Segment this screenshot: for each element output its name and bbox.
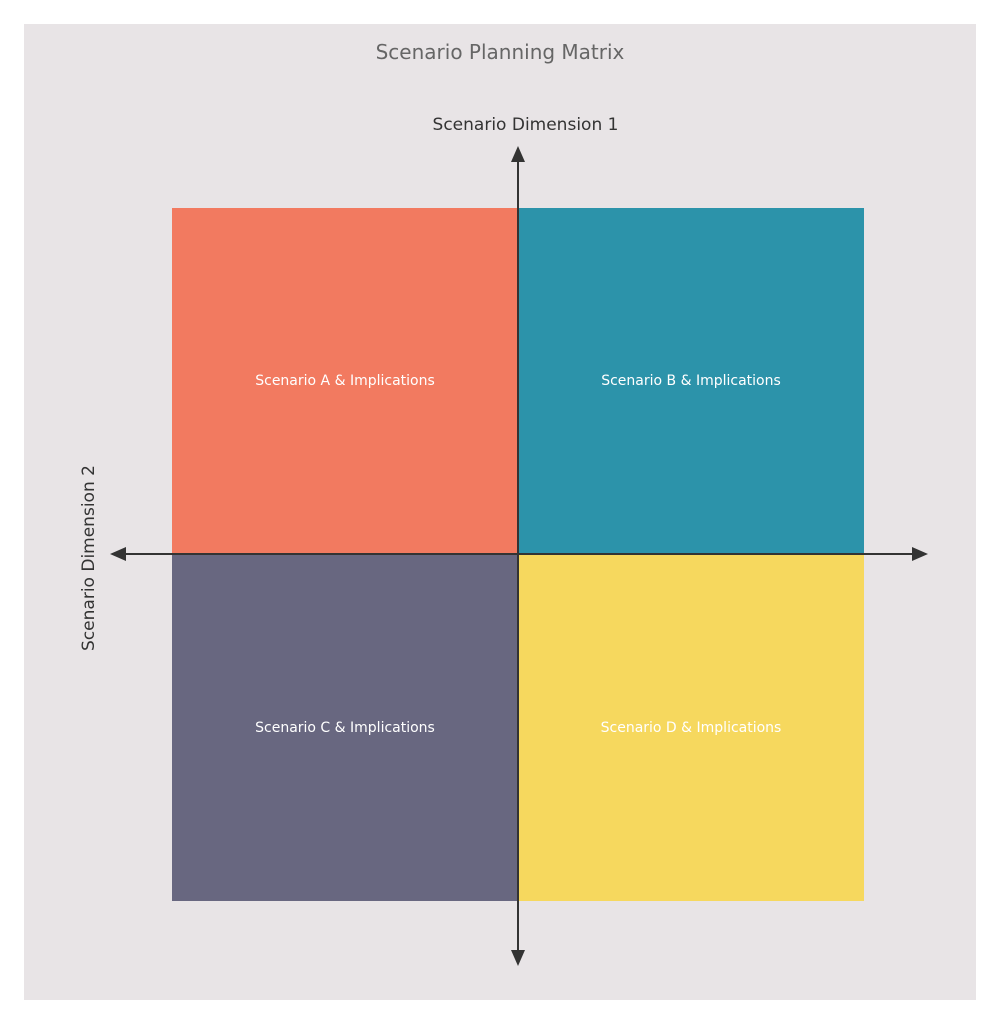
horizontal-axis-label: Scenario Dimension 2	[79, 465, 99, 651]
quadrant-scenario-b: Scenario B & Implications	[518, 208, 864, 554]
diagram-title: Scenario Planning Matrix	[375, 40, 625, 64]
quadrant-scenario-a: Scenario A & Implications	[172, 208, 518, 554]
quadrant-scenario-c: Scenario C & Implications	[172, 554, 518, 901]
quadrant-d-label: Scenario D & Implications	[600, 719, 782, 736]
quadrant-b-label: Scenario B & Implications	[601, 373, 781, 389]
quadrant-scenario-d: Scenario D & Implications	[518, 554, 864, 901]
quadrant-a-label: Scenario A & Implications	[255, 373, 435, 389]
quadrant-c-label: Scenario C & Implications	[255, 719, 435, 736]
vertical-axis-label: Scenario Dimension 1	[432, 115, 619, 135]
